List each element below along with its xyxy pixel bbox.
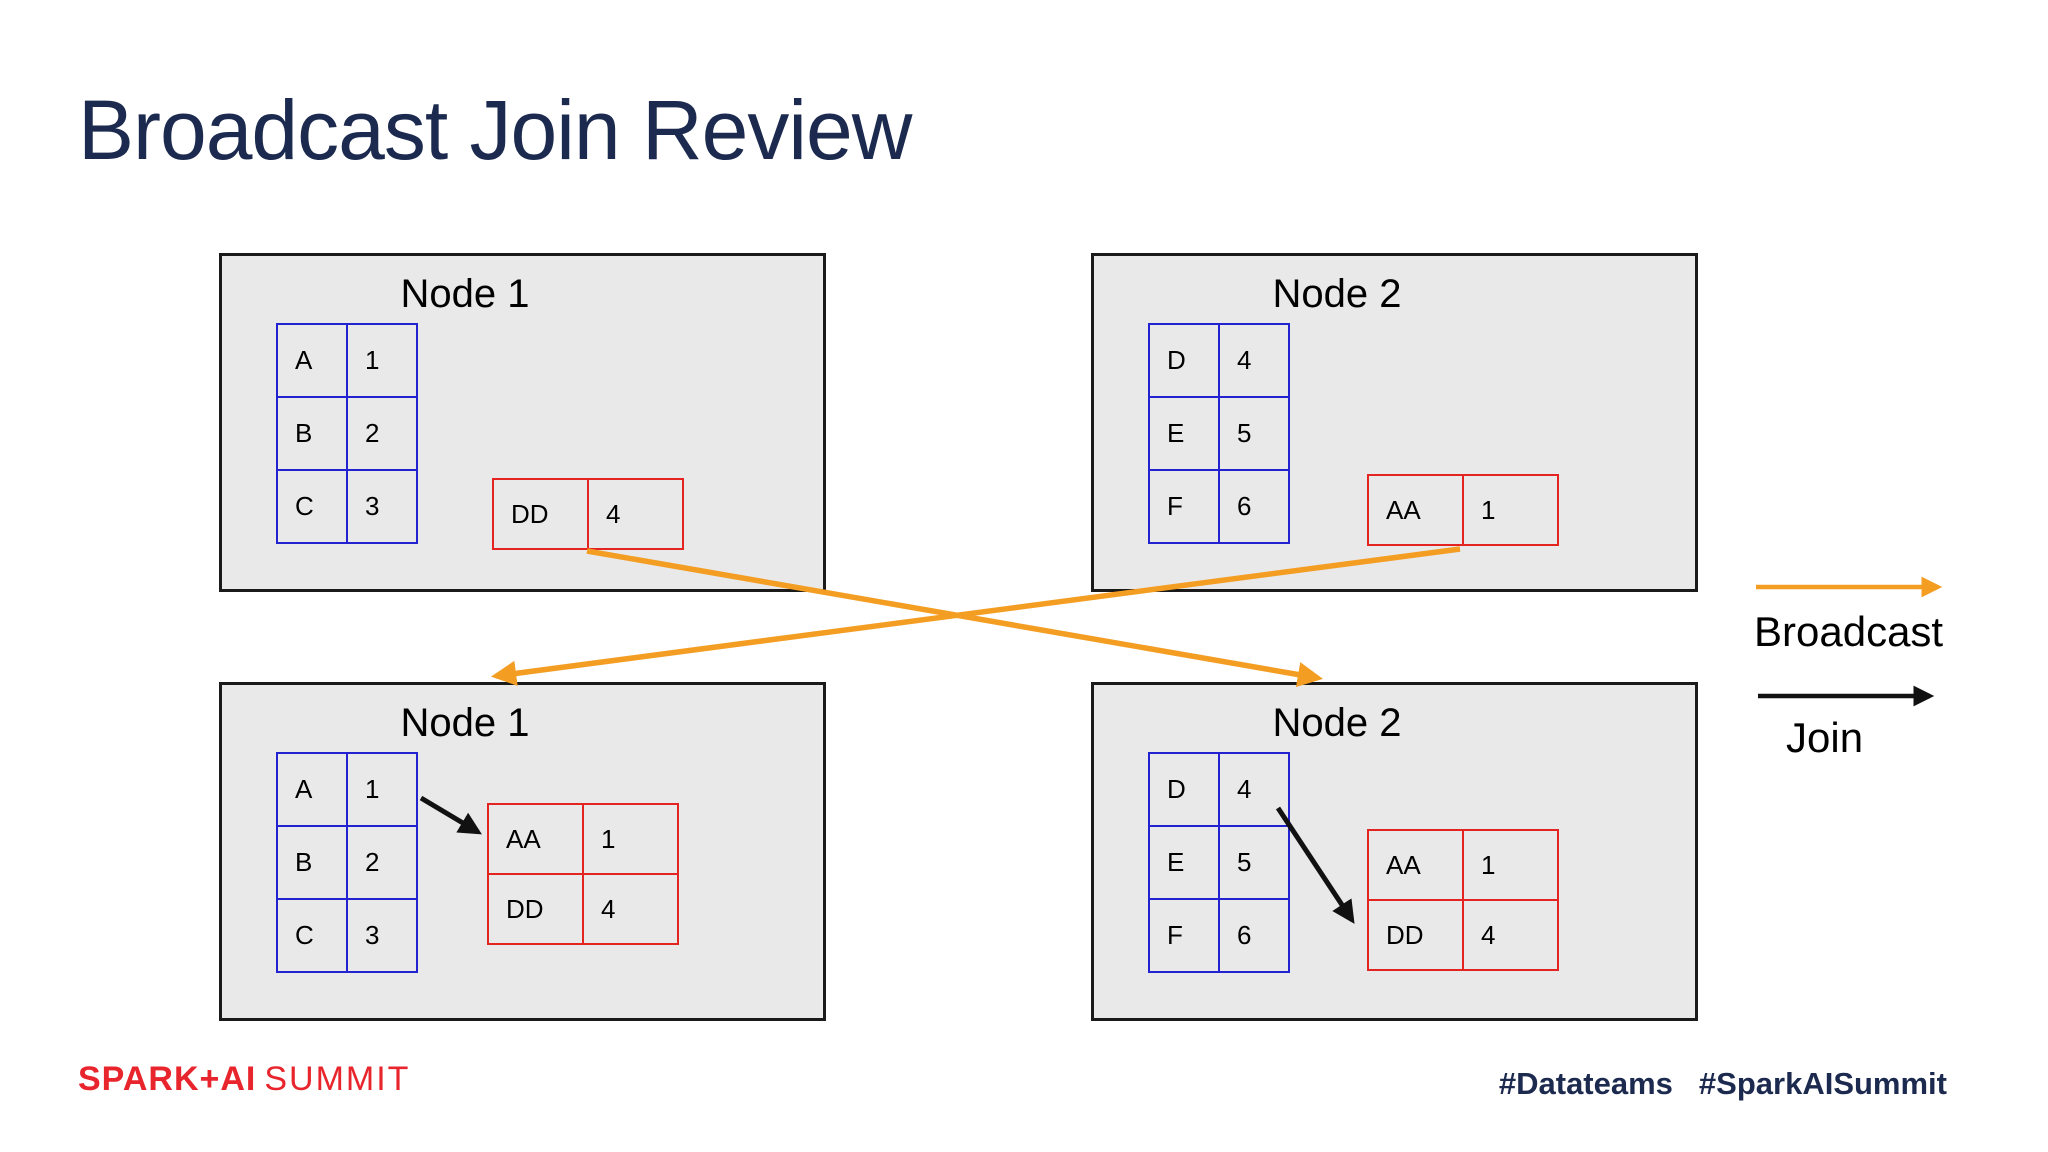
table-row: F 6 <box>1148 898 1290 973</box>
table-cell: E <box>1148 825 1220 900</box>
table-row: DD 4 <box>487 873 679 945</box>
brand-logo-light: SUMMIT <box>264 1060 411 1098</box>
table-cell: 4 <box>587 478 684 550</box>
joined-table-red: AA 1 DD 4 <box>487 803 679 945</box>
table-row: DD 4 <box>492 478 684 550</box>
table-cell: C <box>276 469 348 544</box>
table-cell: B <box>276 825 348 900</box>
node-box-top-left: Node 1 A 1 B 2 C 3 DD 4 <box>219 253 826 592</box>
base-table-blue: A 1 B 2 C 3 <box>276 323 418 544</box>
table-cell: 5 <box>1218 396 1290 471</box>
table-cell: 1 <box>346 323 418 398</box>
table-row: B 2 <box>276 396 418 471</box>
table-row: AA 1 <box>1367 474 1559 546</box>
table-cell: 2 <box>346 396 418 471</box>
table-row: A 1 <box>276 323 418 398</box>
node-title: Node 1 <box>400 701 530 745</box>
table-cell: D <box>1148 752 1220 827</box>
table-row: E 5 <box>1148 396 1290 471</box>
table-cell: 3 <box>346 469 418 544</box>
table-cell: A <box>276 752 348 827</box>
hashtag-sparkaisummit: #SparkAISummit <box>1698 1066 1947 1101</box>
node-title: Node 1 <box>400 272 530 316</box>
table-cell: 2 <box>346 825 418 900</box>
table-cell: AA <box>1367 474 1464 546</box>
table-cell: E <box>1148 396 1220 471</box>
table-cell: B <box>276 396 348 471</box>
table-cell: AA <box>1367 829 1464 901</box>
table-row: D 4 <box>1148 323 1290 398</box>
table-cell: 6 <box>1218 898 1290 973</box>
node-box-top-right: Node 2 D 4 E 5 F 6 AA 1 <box>1091 253 1698 592</box>
broadcast-table-red: AA 1 <box>1367 474 1559 546</box>
table-row: AA 1 <box>487 803 679 875</box>
table-cell: 1 <box>1462 829 1559 901</box>
table-cell: 1 <box>582 803 679 875</box>
table-cell: 4 <box>1218 752 1290 827</box>
table-row: B 2 <box>276 825 418 900</box>
table-cell: F <box>1148 898 1220 973</box>
node-title: Node 2 <box>1272 701 1402 745</box>
table-cell: C <box>276 898 348 973</box>
base-table-blue: D 4 E 5 F 6 <box>1148 323 1290 544</box>
node-title: Node 2 <box>1272 272 1402 316</box>
table-row: E 5 <box>1148 825 1290 900</box>
table-cell: 4 <box>1462 899 1559 971</box>
table-cell: 1 <box>1462 474 1559 546</box>
hashtags: #Datateams #SparkAISummit <box>1499 1066 1947 1102</box>
table-row: C 3 <box>276 898 418 973</box>
table-cell: 6 <box>1218 469 1290 544</box>
table-row: DD 4 <box>1367 899 1559 971</box>
table-cell: 4 <box>582 873 679 945</box>
node-box-bottom-right: Node 2 D 4 E 5 F 6 AA 1 DD 4 <box>1091 682 1698 1021</box>
table-cell: DD <box>487 873 584 945</box>
page-title: Broadcast Join Review <box>78 83 912 177</box>
table-row: A 1 <box>276 752 418 827</box>
table-cell: 3 <box>346 898 418 973</box>
base-table-blue: A 1 B 2 C 3 <box>276 752 418 973</box>
table-cell: 4 <box>1218 323 1290 398</box>
broadcast-table-red: DD 4 <box>492 478 684 550</box>
table-row: F 6 <box>1148 469 1290 544</box>
table-cell: 1 <box>346 752 418 827</box>
legend-broadcast-label: Broadcast <box>1754 608 1944 655</box>
base-table-blue: D 4 E 5 F 6 <box>1148 752 1290 973</box>
table-cell: DD <box>492 478 589 550</box>
table-row: AA 1 <box>1367 829 1559 901</box>
table-row: C 3 <box>276 469 418 544</box>
brand-logo-bold: SPARK+AI <box>78 1060 257 1098</box>
table-cell: F <box>1148 469 1220 544</box>
table-cell: 5 <box>1218 825 1290 900</box>
node-box-bottom-left: Node 1 A 1 B 2 C 3 AA 1 DD 4 <box>219 682 826 1021</box>
legend-join-label: Join <box>1786 714 1864 761</box>
table-cell: DD <box>1367 899 1464 971</box>
table-row: D 4 <box>1148 752 1290 827</box>
table-cell: D <box>1148 323 1220 398</box>
hashtag-datateams: #Datateams <box>1498 1066 1673 1101</box>
table-cell: A <box>276 323 348 398</box>
table-cell: AA <box>487 803 584 875</box>
joined-table-red: AA 1 DD 4 <box>1367 829 1559 971</box>
